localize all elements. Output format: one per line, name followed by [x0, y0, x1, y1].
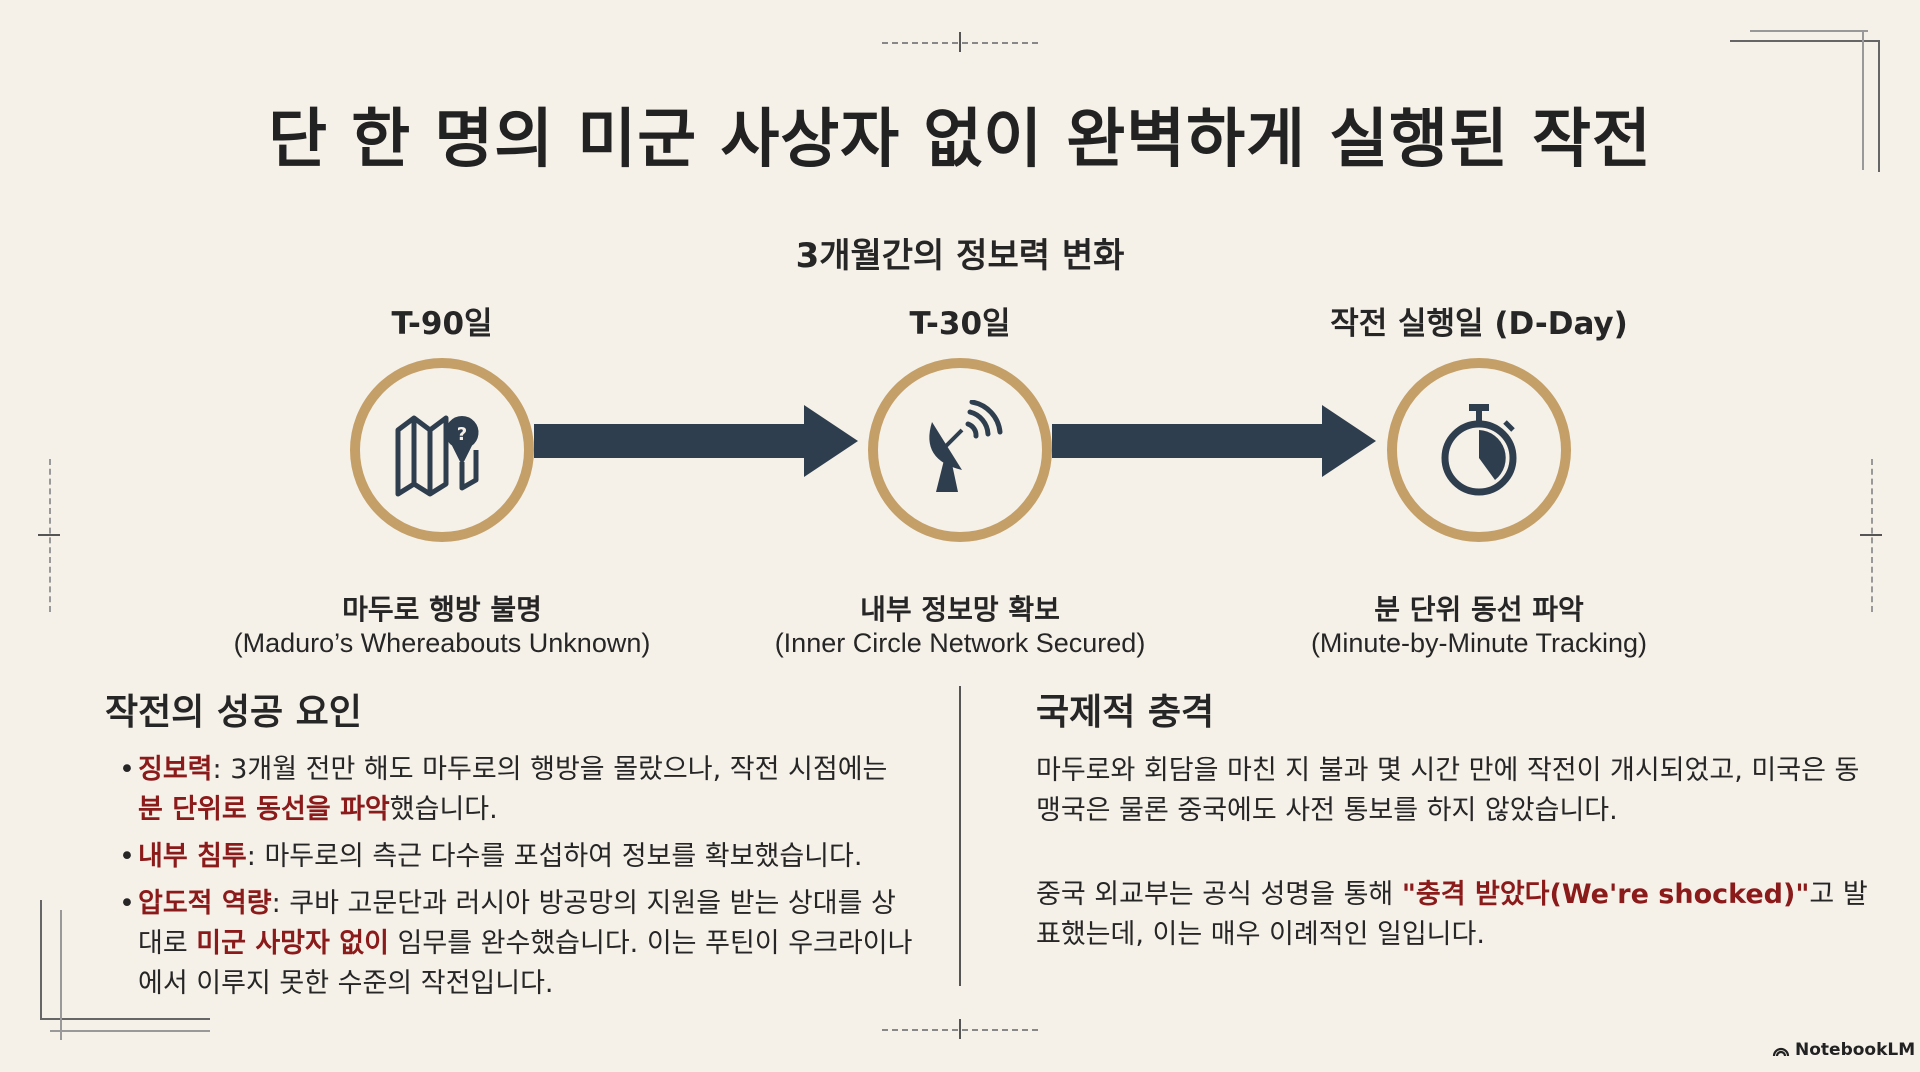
map-question-icon: ?: [395, 415, 479, 497]
notebooklm-icon: [1772, 1047, 1790, 1057]
bullet-text: : 3개월 전만 해도 마두로의 행방을 몰랐으나, 작전 시점에는: [212, 754, 888, 785]
stage-caption-kr: 분 단위 동선 파악: [1374, 593, 1584, 626]
stage-ring: ?: [350, 358, 534, 542]
stopwatch-icon: [1441, 404, 1517, 496]
bullet-key: 징보력: [138, 754, 213, 785]
corner-bracket-top-right: [1730, 40, 1880, 172]
top-tick: [959, 32, 961, 52]
stage-ring: [1387, 358, 1571, 542]
arrow-2: [1052, 405, 1376, 477]
stage-caption-kr: 내부 정보망 확보: [860, 593, 1060, 626]
bottom-tick: [959, 1019, 961, 1039]
bullet-item: •징보력: 3개월 전만 해도 마두로의 행방을 몰랐으나, 작전 시점에는 분…: [119, 754, 888, 825]
international-impact-heading: 국제적 충격: [1036, 692, 1215, 733]
left-tick: [38, 534, 60, 536]
section-divider: [959, 686, 961, 986]
svg-text:?: ?: [457, 424, 467, 445]
impact-paragraph-2: 중국 외교부는 공식 성명을 통해 "충격 받았다(We're shocked)…: [1036, 875, 1876, 955]
page-title: 단 한 명의 미군 사상자 없이 완벽하게 실행된 작전: [268, 103, 1652, 177]
timeline-subtitle: 3개월간의 정보력 변화: [795, 236, 1125, 276]
bullet-highlight: 분 단위로 동선을 파악: [138, 794, 390, 825]
corner-line: [50, 1030, 210, 1032]
arrow-1: [534, 405, 858, 477]
quote-highlight: "충격 받았다(We're shocked)": [1401, 879, 1810, 910]
notebooklm-logo: NotebookLM: [1772, 1040, 1915, 1060]
bullet-item: •내부 침투: 마두로의 측근 다수를 포섭하여 정보를 확보했습니다.: [119, 841, 863, 872]
impact-paragraph-1: 마두로와 회담을 마친 지 불과 몇 시간 만에 작전이 개시되었고, 미국은 …: [1036, 755, 1860, 826]
bullet-item: •압도적 역량: 쿠바 고문단과 러시아 방공망의 지원을 받는 상대를 상대로…: [119, 888, 913, 999]
corner-line: [60, 910, 62, 1040]
stage-label: 작전 실행일 (D-Day): [1330, 306, 1628, 342]
bullet-highlight: 미군 사망자 없이: [196, 928, 389, 959]
corner-line: [1862, 30, 1864, 170]
right-tick: [1860, 534, 1882, 536]
stage-caption-en: (Inner Circle Network Secured): [774, 628, 1146, 658]
bullet-text: : 쿠바 고문단과 러시아 방공망의 지원을 받는 상대를 상대로: [138, 888, 896, 959]
corner-line: [1750, 30, 1868, 32]
stage-caption-kr: 마두로 행방 불명: [342, 593, 542, 626]
bullet-text: 했습니다.: [389, 794, 498, 825]
success-factors-heading: 작전의 성공 요인: [105, 692, 362, 733]
stage-label: T-30일: [909, 306, 1011, 342]
brand-name: NotebookLM: [1795, 1040, 1916, 1060]
bullet-text: 임무를 완수했습니다. 이는 푸틴이 우크라이나에서 이루지 못한 수준의 작전…: [138, 928, 913, 999]
satellite-dish-icon: [929, 400, 1003, 492]
stage-caption-en: (Minute-by-Minute Tracking): [1310, 628, 1648, 658]
corner-bracket-bottom-left: [40, 900, 210, 1020]
paragraph-text: 고 발표했는데, 이는 매우 이례적인 일입니다.: [1036, 879, 1868, 950]
stage-label: T-90일: [391, 306, 493, 342]
stage-ring: [868, 358, 1052, 542]
bullet-key: 압도적 역량: [138, 888, 272, 919]
stage-caption-en: (Maduro’s Whereabouts Unknown): [233, 628, 651, 658]
paragraph-text: 중국 외교부는 공식 성명을 통해: [1036, 879, 1402, 910]
bullet-key: 내부 침투: [138, 841, 247, 872]
bullet-text: : 마두로의 측근 다수를 포섭하여 정보를 확보했습니다.: [246, 841, 863, 872]
